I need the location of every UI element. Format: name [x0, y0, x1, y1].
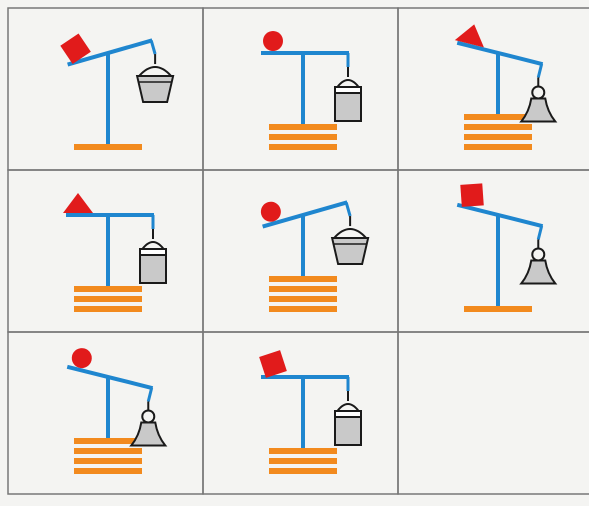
orange-base-bar — [74, 448, 142, 454]
orange-base-bar — [464, 306, 532, 312]
orange-base-bar — [269, 458, 337, 464]
orange-base-bar — [74, 458, 142, 464]
orange-base-bar — [74, 144, 142, 150]
orange-base-bar — [269, 468, 337, 474]
canister-icon — [140, 255, 166, 283]
orange-base-bar — [74, 468, 142, 474]
red-square-weight — [460, 183, 483, 206]
orange-base-bar — [269, 144, 337, 150]
orange-base-bar — [269, 306, 337, 312]
orange-base-bar — [464, 114, 532, 120]
canister-icon — [335, 93, 361, 121]
orange-base-bar — [269, 448, 337, 454]
bucket-icon — [137, 76, 173, 102]
orange-base-bar — [269, 286, 337, 292]
orange-base-bar — [269, 276, 337, 282]
red-circle-weight — [263, 31, 283, 51]
bucket-icon — [332, 238, 368, 264]
orange-base-bar — [464, 144, 532, 150]
orange-base-bar — [269, 124, 337, 130]
orange-base-bar — [269, 134, 337, 140]
orange-base-bar — [74, 438, 142, 444]
orange-base-bar — [74, 296, 142, 302]
orange-base-bar — [74, 306, 142, 312]
canister-icon — [335, 417, 361, 445]
orange-base-bar — [269, 296, 337, 302]
orange-base-bar — [74, 286, 142, 292]
orange-base-bar — [464, 134, 532, 140]
orange-base-bar — [464, 124, 532, 130]
